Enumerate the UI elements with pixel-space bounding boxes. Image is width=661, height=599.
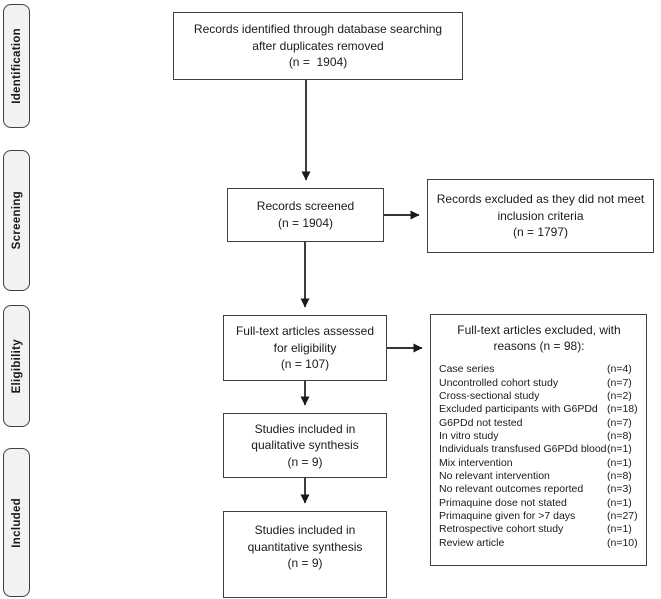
box-text-line: Full-text articles excluded, with xyxy=(457,323,621,337)
reason-count: (n=10) xyxy=(607,536,638,549)
reason-label: G6PDd not tested xyxy=(439,416,523,429)
reason-row: Case series (n=4) xyxy=(439,363,639,376)
reason-row: Mix intervention (n=1) xyxy=(439,457,639,470)
reason-label: Cross-sectional study xyxy=(439,389,540,402)
reason-row: Excluded participants with G6PDd (n=18) xyxy=(439,403,639,416)
reason-count: (n=7) xyxy=(607,376,632,389)
reason-label: Excluded participants with G6PDd xyxy=(439,403,598,416)
box-text-line: (n = 107) xyxy=(280,357,330,372)
box-text-line: for eligibility xyxy=(273,340,337,355)
reason-count: (n=7) xyxy=(607,416,632,429)
reason-label: Review article xyxy=(439,536,505,549)
reason-row: No relevant intervention (n=8) xyxy=(439,470,639,483)
reason-row: Cross-sectional study (n=2) xyxy=(439,390,639,403)
reason-count: (n=1) xyxy=(607,443,632,456)
reason-row: Primaquine given for >7 days (n=27) xyxy=(439,510,639,523)
box-text-line: inclusion criteria xyxy=(497,208,584,223)
box-quantitative-synthesis: Studies included in quantitative synthes… xyxy=(223,511,387,598)
box-records-screened: Records screened (n = 1904) xyxy=(227,188,384,242)
reason-row: In vitro study (n=8) xyxy=(439,430,639,443)
box-text-line: Full-text articles assessed xyxy=(235,324,375,339)
box-text-line: qualitative synthesis xyxy=(251,438,359,453)
box-text-line: after duplicates removed xyxy=(252,38,384,53)
reason-label: In vitro study xyxy=(439,429,499,442)
reason-row: Review article (n=10) xyxy=(439,537,639,550)
fulltext-excluded-title: Full-text articles excluded, with reason… xyxy=(439,323,639,354)
stage-label-text: Identification xyxy=(10,28,23,104)
stage-label-text: Screening xyxy=(10,191,23,250)
reason-label: Primaquine given for >7 days xyxy=(439,509,576,522)
stage-label-text: Eligibility xyxy=(10,338,23,394)
reason-count: (n=4) xyxy=(607,363,632,376)
box-fulltext-assessed: Full-text articles assessed for eligibil… xyxy=(223,315,387,381)
box-text-line: Records screened xyxy=(256,199,355,214)
reason-count: (n=27) xyxy=(607,509,638,522)
stage-label-eligibility: Eligibility xyxy=(3,305,30,427)
box-records-identified: Records identified through database sear… xyxy=(173,12,463,80)
box-text-line: (n = 1904) xyxy=(288,55,348,70)
reason-label: Individuals transfused G6PDd blood xyxy=(439,443,607,456)
reason-label: No relevant outcomes reported xyxy=(439,483,584,496)
reason-row: Primaquine dose not stated (n=1) xyxy=(439,497,639,510)
box-qualitative-synthesis: Studies included in qualitative synthesi… xyxy=(223,413,387,478)
reason-row: Retrospective cohort study (n=1) xyxy=(439,523,639,536)
box-text-line: reasons (n = 98): xyxy=(493,338,585,353)
stage-label-included: Included xyxy=(3,448,30,597)
reason-label: Retrospective cohort study xyxy=(439,523,564,536)
stage-label-screening: Screening xyxy=(3,150,30,291)
reason-count: (n=18) xyxy=(607,403,638,416)
stage-label-text: Included xyxy=(10,497,23,548)
reason-label: Uncontrolled cohort study xyxy=(439,376,559,389)
box-records-excluded: Records excluded as they did not meet in… xyxy=(427,179,654,253)
box-fulltext-excluded: Full-text articles excluded, with reason… xyxy=(430,314,647,566)
reason-label: Case series xyxy=(439,363,495,376)
reason-count: (n=3) xyxy=(607,483,632,496)
reason-row: Uncontrolled cohort study (n=7) xyxy=(439,377,639,390)
box-text-line: Records excluded as they did not meet xyxy=(436,192,645,207)
box-text-line: quantitative synthesis xyxy=(247,539,363,554)
box-text-line: Studies included in xyxy=(254,421,356,436)
reason-count: (n=1) xyxy=(607,523,632,536)
reason-label: Mix intervention xyxy=(439,456,513,469)
box-text-line: Records identified through database sear… xyxy=(193,22,443,37)
box-text-line: (n = 1904) xyxy=(277,216,334,230)
reason-row: Individuals transfused G6PDd blood (n=1) xyxy=(439,443,639,456)
box-text-line: (n = 1797) xyxy=(512,225,569,240)
reason-count: (n=8) xyxy=(607,469,632,482)
box-text-line: (n = 9) xyxy=(287,454,323,469)
reason-label: Primaquine dose not stated xyxy=(439,496,567,509)
reason-count: (n=1) xyxy=(607,456,632,469)
reason-count: (n=8) xyxy=(607,429,632,442)
box-text-line: (n = 9) xyxy=(287,556,323,571)
reason-row: G6PDd not tested (n=7) xyxy=(439,417,639,430)
reason-count: (n=1) xyxy=(607,496,632,509)
box-text-line: Studies included in xyxy=(254,523,356,537)
stage-label-identification: Identification xyxy=(3,4,30,128)
reason-label: No relevant intervention xyxy=(439,469,550,482)
reason-count: (n=2) xyxy=(607,389,632,402)
reason-row: No relevant outcomes reported (n=3) xyxy=(439,483,639,496)
